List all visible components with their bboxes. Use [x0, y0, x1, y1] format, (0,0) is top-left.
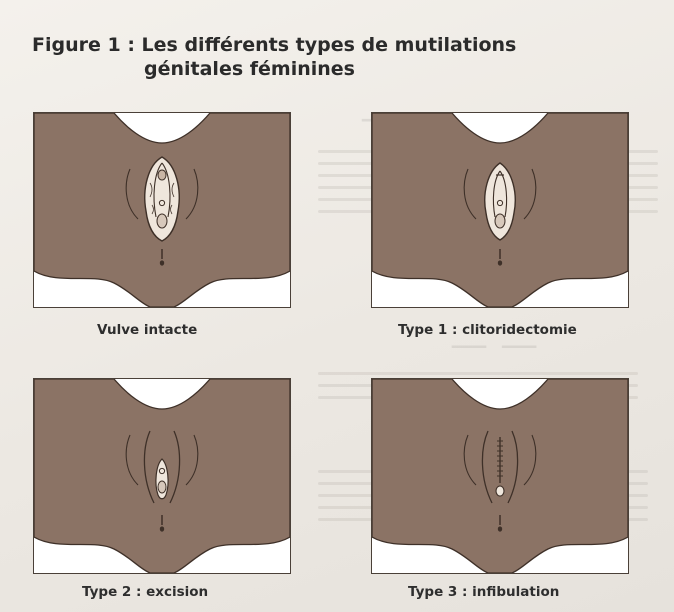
anus-mark	[160, 260, 164, 265]
anus-mark	[498, 260, 502, 265]
panel-type-1	[371, 112, 629, 308]
panel-type-2	[33, 378, 291, 574]
panel-type-3	[371, 378, 629, 574]
illustration-type-1	[372, 113, 628, 307]
illustration-type-2	[34, 379, 290, 573]
illustration-type-3	[372, 379, 628, 573]
vaginal-opening	[495, 214, 505, 228]
anus-mark	[498, 526, 502, 531]
figure-title-line-1: Figure 1 : Les différents types de mutil…	[32, 34, 516, 56]
caption-type-2: Type 2 : excision	[82, 584, 208, 600]
caption-type-3: Type 3 : infibulation	[408, 584, 559, 600]
figure-title: Figure 1 : Les différents types de mutil…	[32, 33, 592, 81]
illustration-intact	[34, 113, 290, 307]
vaginal-opening	[158, 481, 166, 493]
clitoris	[158, 170, 166, 180]
figure-title-line-2: génitales féminines	[32, 57, 592, 81]
panel-vulve-intacte	[33, 112, 291, 308]
vaginal-opening	[157, 214, 167, 228]
caption-type-1: Type 1 : clitoridectomie	[398, 322, 577, 338]
anus-mark	[160, 526, 164, 531]
small-opening	[496, 486, 504, 496]
caption-vulve-intacte: Vulve intacte	[97, 322, 197, 338]
